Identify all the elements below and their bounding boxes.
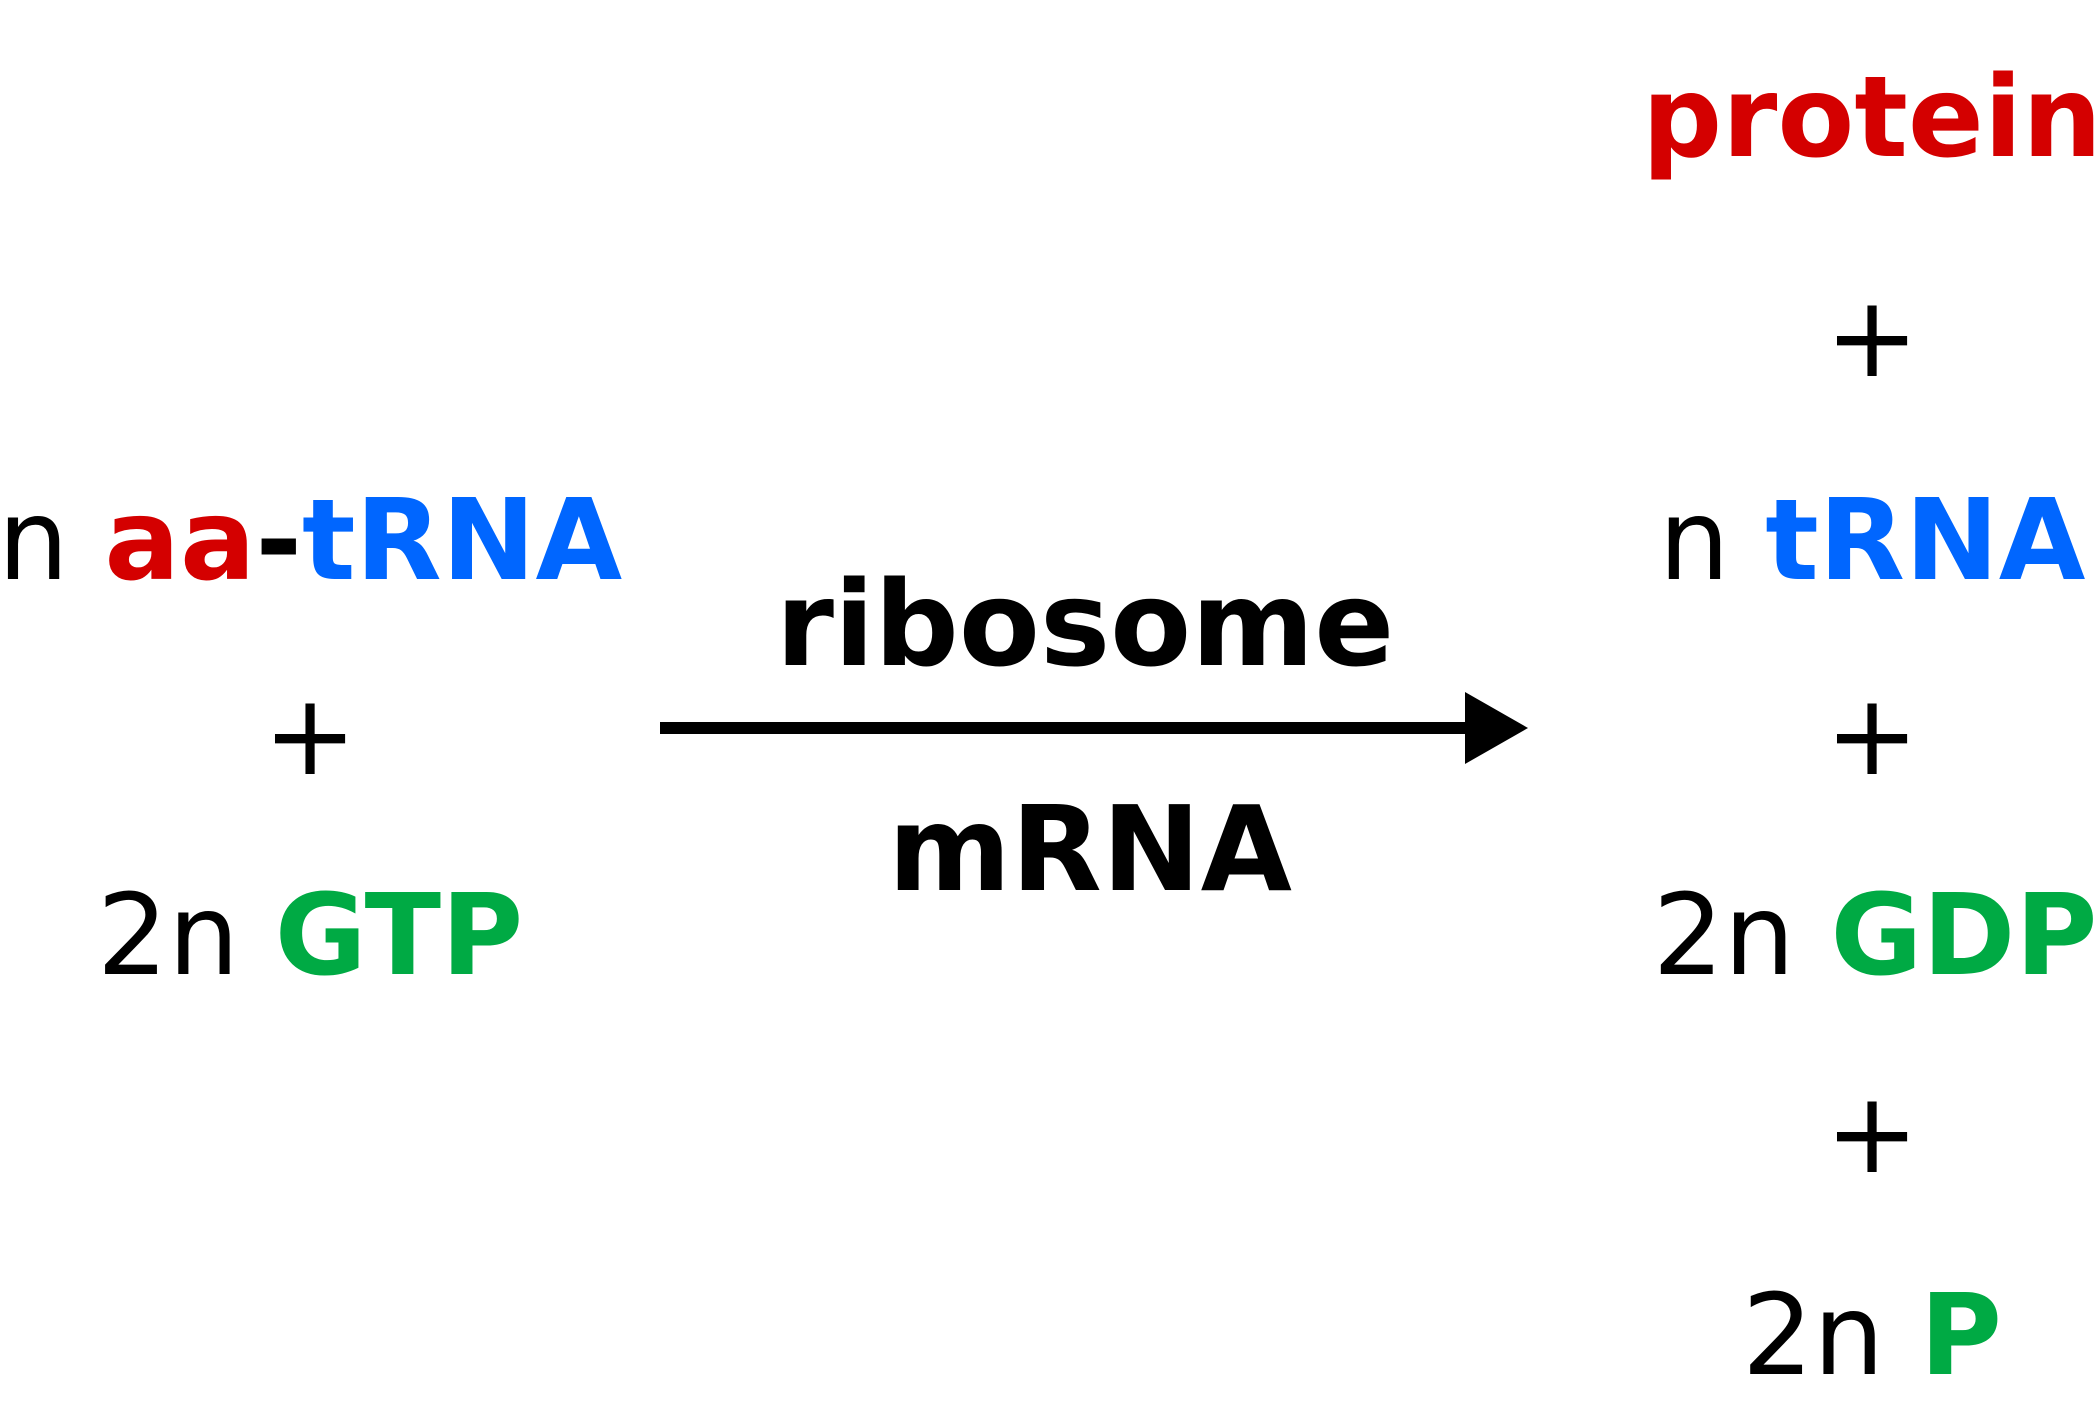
product-phosphate: 2n P [1742, 1280, 2002, 1392]
coefficient: 2n [1652, 871, 1795, 1001]
gtp-label: GTP [274, 871, 524, 1001]
trna-label: tRNA [1765, 476, 2086, 606]
arrow-label-above: ribosome [775, 555, 1395, 693]
reactant-gtp: 2n GTP [97, 880, 523, 992]
product-plus-1: + [1825, 273, 1919, 403]
coefficient: n [0, 476, 69, 606]
product-plus-2: + [1825, 671, 1919, 801]
coefficient: 2n [96, 871, 240, 1001]
product-plus-3: + [1825, 1069, 1919, 1199]
hyphen: - [255, 476, 303, 606]
gdp-label: GDP [1830, 871, 2098, 1001]
trna-label: tRNA [302, 476, 623, 606]
arrow-head [1465, 692, 1528, 764]
product-trna: n tRNA [1659, 485, 2086, 597]
product-gdp: 2n GDP [1653, 880, 2098, 992]
coefficient: 2n [1742, 1271, 1885, 1401]
reactant-aa-trna: n aa-tRNA [0, 485, 622, 597]
phosphate-label: P [1919, 1271, 2002, 1401]
reactant-plus: + [263, 671, 357, 801]
coefficient: n [1658, 476, 1730, 606]
product-protein: protein [1642, 53, 2100, 183]
arrow-label-below: mRNA [888, 780, 1292, 918]
amino-acid-label: aa [104, 476, 256, 606]
